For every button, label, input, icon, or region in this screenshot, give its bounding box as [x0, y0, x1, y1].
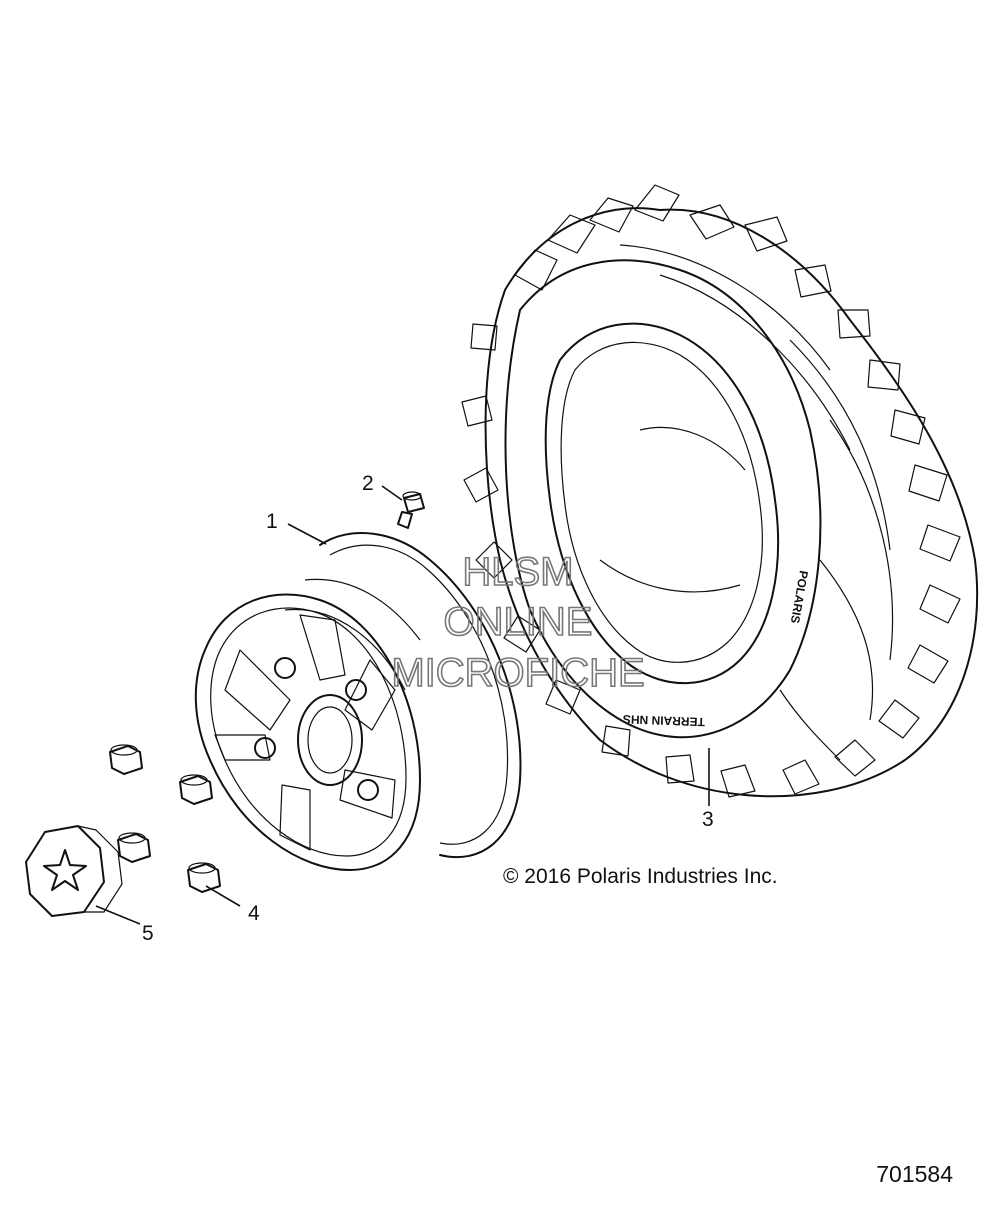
- wheel-barrel-line: [284, 608, 406, 691]
- callout-1-wheel: 1: [266, 510, 278, 533]
- tire-inner-shade-line: [639, 426, 746, 471]
- wheel-rear-rim: [319, 532, 522, 859]
- tire-sidewall-edge: [504, 259, 822, 739]
- wheel-barrel-line: [304, 578, 421, 641]
- tire-tread-lugs: [461, 184, 961, 798]
- tire-sidewall-model: TERRAIN NHS: [623, 712, 705, 729]
- tire-bead-opening: [544, 322, 780, 685]
- hub-cap-drawing: [25, 825, 123, 917]
- wheel-center-bore: [297, 694, 363, 786]
- watermark-line-2: ONLINE: [444, 600, 593, 644]
- tire-bead-inner: [560, 341, 763, 663]
- watermark-line-1: HLSM: [462, 550, 573, 594]
- lug-nuts-drawing: [109, 744, 221, 893]
- callout-2-valve-stem: 2: [362, 472, 374, 495]
- copyright-notice: © 2016 Polaris Industries Inc.: [503, 865, 778, 888]
- lug-nut: [109, 744, 143, 775]
- drawing-number: 701584: [876, 1161, 953, 1187]
- hub-cap-octagon: [25, 825, 105, 917]
- callout-3-tire: 3: [702, 808, 714, 831]
- lug-nut: [187, 862, 221, 893]
- leader-line-4: [205, 885, 241, 907]
- wheel-lug-hole: [357, 779, 379, 801]
- wheel-face-outline: [194, 593, 421, 871]
- watermark-line-3: MICROFICHE: [391, 651, 644, 695]
- tire-inner-shade-line: [599, 559, 741, 593]
- lug-nut: [179, 774, 213, 805]
- valve-stem-drawing: [397, 491, 425, 529]
- wheel-drawing: [194, 532, 522, 871]
- wheel-spokes: [214, 614, 396, 851]
- leader-line-1: [287, 523, 327, 545]
- leader-lines: [95, 485, 710, 925]
- wheel-rim-lip: [329, 544, 509, 845]
- callout-4-lug-nut: 4: [248, 902, 260, 925]
- lug-nut: [117, 832, 151, 863]
- hub-cap-star-logo: [43, 849, 87, 891]
- callout-5-hub-cap: 5: [142, 922, 154, 945]
- tire-sidewall-brand: POLARIS: [788, 569, 811, 624]
- tire-tread-channels: [619, 244, 894, 761]
- wheel-lug-hole: [345, 679, 367, 701]
- wheel-center-bore-inner: [307, 706, 353, 774]
- wheel-lug-hole: [254, 737, 276, 759]
- tire-outer-outline: [484, 207, 979, 798]
- leader-line-2: [381, 485, 403, 501]
- watermark: HLSM ONLINE MICROFICHE: [391, 549, 646, 696]
- tire-drawing: POLARIS TERRAIN NHS: [461, 184, 979, 798]
- wheel-lug-hole: [274, 657, 296, 679]
- leader-line-5: [95, 905, 141, 925]
